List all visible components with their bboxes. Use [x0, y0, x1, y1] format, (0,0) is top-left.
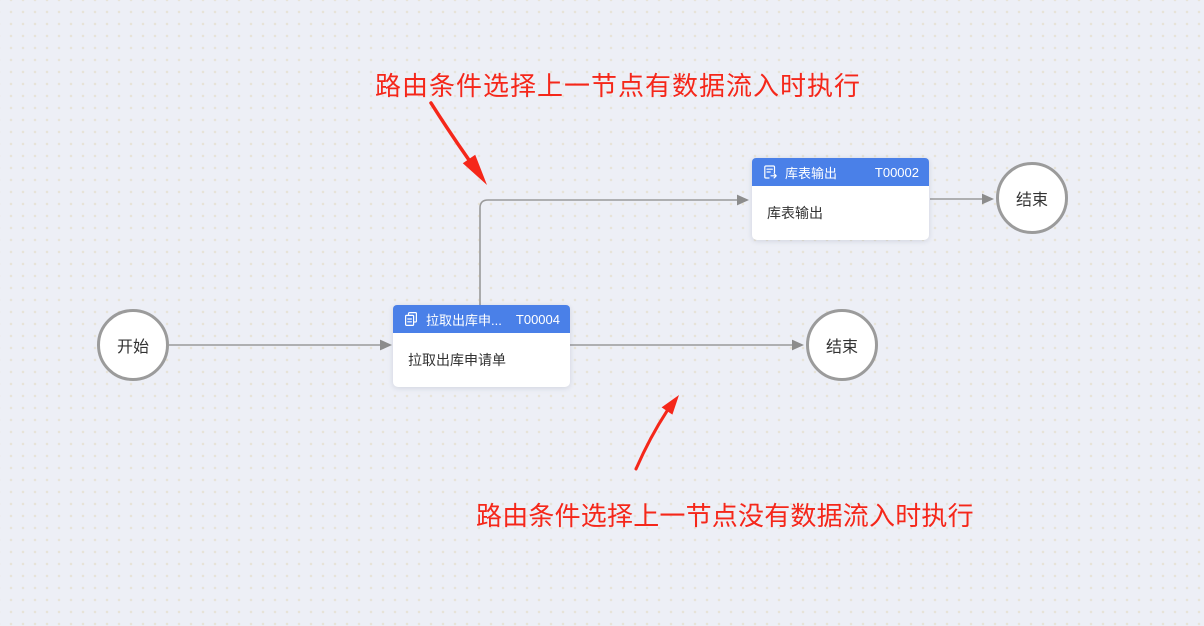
- task-node-body: 拉取出库申请单: [408, 352, 506, 368]
- end-node-top-label: 结束: [1015, 192, 1048, 209]
- edge-output-to-end-top[interactable]: [930, 193, 994, 205]
- task-node-header[interactable]: 拉取出库申... T00004: [393, 305, 570, 333]
- annotation-bottom-arrow: [634, 395, 679, 471]
- annotation-bottom-text: 路由条件选择上一节点没有数据流入时执行: [476, 501, 974, 531]
- task-node[interactable]: 拉取出库申... T00004 拉取出库申请单: [393, 305, 570, 387]
- task-node-id: T00004: [515, 311, 560, 327]
- copy-pages-icon: [403, 311, 419, 327]
- output-node-header[interactable]: 库表输出 T00002: [752, 158, 929, 186]
- end-node-top[interactable]: 结束: [996, 162, 1068, 234]
- edge-task-to-end-mid[interactable]: [570, 339, 804, 351]
- export-list-icon: [762, 164, 778, 180]
- start-node[interactable]: 开始: [97, 309, 169, 381]
- annotation-top-arrow: [429, 101, 487, 185]
- end-node-mid-label: 结束: [825, 339, 858, 356]
- annotation-top-text: 路由条件选择上一节点有数据流入时执行: [375, 71, 862, 101]
- edge-task-to-output[interactable]: [479, 194, 749, 305]
- output-node-title: 库表输出: [785, 165, 838, 181]
- edge-start-to-task[interactable]: [169, 339, 392, 351]
- end-node-mid[interactable]: 结束: [806, 309, 878, 381]
- start-node-label: 开始: [116, 339, 149, 356]
- task-node-title: 拉取出库申...: [426, 312, 502, 328]
- output-node-body: 库表输出: [767, 205, 823, 221]
- output-node-id: T00002: [874, 164, 919, 180]
- output-node[interactable]: 库表输出 T00002 库表输出: [752, 158, 929, 240]
